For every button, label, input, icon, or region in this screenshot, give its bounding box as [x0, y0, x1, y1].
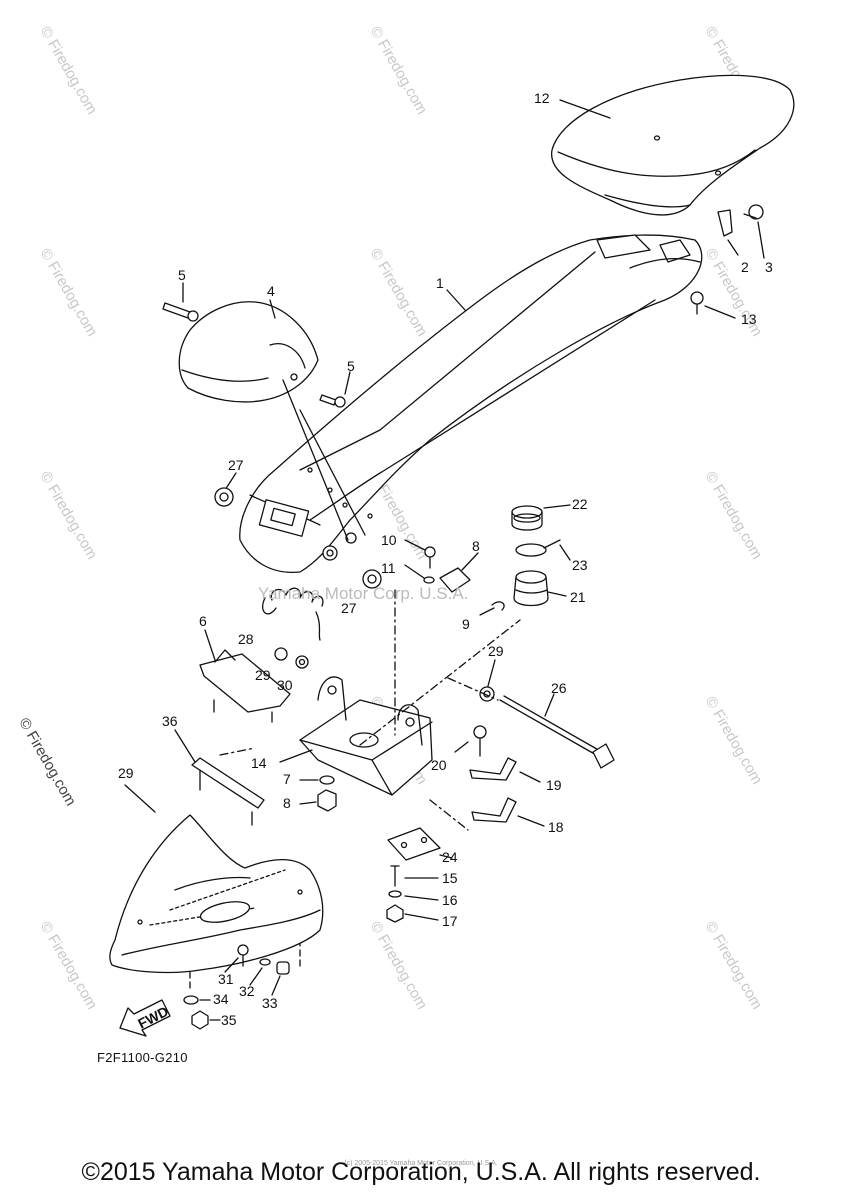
callout-31: 29	[118, 765, 134, 781]
part-28-washer	[274, 647, 288, 661]
watermark-tile: © Firedog.com	[37, 469, 101, 563]
callout-18: 17	[442, 913, 458, 929]
part-35-strap	[191, 757, 265, 826]
part-27-bushing	[214, 487, 234, 507]
callout-5: 5	[347, 358, 355, 374]
callout-16: 15	[442, 870, 458, 886]
part-22-grommet	[513, 570, 549, 607]
part-1-main-tower	[239, 234, 703, 574]
callout-35: 36	[162, 713, 178, 729]
part-5-bolt	[319, 394, 346, 408]
callout-6: 6	[199, 613, 207, 629]
reference-code: F2F1100-G210	[97, 1050, 188, 1065]
watermark-tile: © Firedog.com	[367, 919, 431, 1013]
callout-5: 5	[178, 267, 186, 283]
callout-28: 29	[255, 667, 271, 683]
part-14-bolt	[690, 291, 704, 315]
part-17-washer	[388, 890, 402, 898]
part-18-nut	[386, 904, 404, 923]
part-34-collar	[276, 961, 290, 975]
part-4-front-cover	[178, 301, 319, 403]
callout-9: 8	[472, 538, 480, 554]
callout-26: 26	[551, 680, 567, 696]
part-15-swivel-bracket	[299, 676, 433, 796]
watermark-tile: © Firedog.com	[702, 469, 766, 563]
watermark-tile: © Firedog.com	[367, 24, 431, 118]
part-25-plate	[387, 827, 441, 861]
callout-11: 10	[381, 532, 397, 548]
watermark-tile: © Firedog.com	[702, 919, 766, 1013]
callout-23: 22	[572, 496, 588, 512]
watermark-tile: © Firedog.com	[37, 246, 101, 340]
callout-25: 24	[442, 849, 458, 865]
callout-37: 35	[221, 1012, 237, 1028]
fwd-label: FWD	[135, 1003, 171, 1032]
callout-10: 9	[462, 616, 470, 632]
part-32-screw	[237, 944, 249, 967]
callout-12: 11	[381, 560, 396, 576]
callout-7: 7	[283, 771, 291, 787]
callout-29: 29	[488, 643, 504, 659]
part-2-bracket	[717, 209, 733, 237]
part-20-clamp	[469, 757, 517, 781]
part-6-mount-plate	[199, 649, 291, 723]
callout-27: 27	[228, 457, 244, 473]
part-5-bolt	[162, 302, 199, 322]
callout-21: 20	[431, 757, 447, 773]
callout-34: 33	[262, 995, 278, 1011]
part-19-clamp	[471, 797, 517, 823]
copyright-notice: ©2015 Yamaha Motor Corporation, U.S.A. A…	[81, 1158, 761, 1186]
part-29-washer	[295, 655, 309, 669]
callout-22: 21	[570, 589, 586, 605]
part-8-nut	[317, 789, 337, 812]
callout-14: 13	[741, 311, 757, 327]
callout-19: 18	[548, 819, 564, 835]
fine-print: (c) 2005-2015 Yamaha Motor Corporation, …	[344, 1160, 498, 1167]
callout-17: 16	[442, 892, 458, 908]
callout-4: 4	[267, 283, 275, 299]
callout-2: 2	[741, 259, 749, 275]
callout-15: 14	[251, 755, 267, 771]
watermark-tile: © Firedog.com	[37, 919, 101, 1013]
callout-30: 28	[238, 631, 254, 647]
callout-3: 3	[765, 259, 773, 275]
callout-33: 32	[239, 983, 255, 999]
callout-labels: 12 2 3 13 1 4 5 5 27 22 23 21 10 8 11 27…	[118, 90, 773, 1028]
part-3-bolt	[743, 204, 764, 220]
callout-27: 27	[341, 600, 357, 616]
callout-29: 30	[277, 677, 293, 693]
part-30-spring	[261, 587, 324, 641]
callout-13: 12	[534, 90, 550, 106]
callout-36: 34	[213, 991, 229, 1007]
callout-32: 31	[218, 971, 234, 987]
part-11-screw	[424, 546, 436, 569]
part-23-cap	[511, 505, 543, 531]
part-33-washer	[259, 958, 271, 966]
callout-1: 1	[436, 275, 444, 291]
part-26-pivot-bolt	[499, 695, 615, 769]
watermark-tile: © Firedog.com	[367, 246, 431, 340]
part-9-clamp	[439, 567, 471, 593]
part-29-washer	[479, 686, 495, 702]
part-31-front-cover	[109, 814, 324, 974]
callout-8: 8	[283, 795, 291, 811]
part-36-washer	[183, 995, 199, 1005]
part-27-bushing	[362, 569, 382, 589]
watermark-center: Yamaha Motor Corp. U.S.A.	[258, 584, 469, 603]
part-16-stud	[390, 865, 400, 887]
part-24-clip	[515, 539, 561, 557]
callout-24: 23	[572, 557, 588, 573]
part-12-washer	[423, 576, 435, 584]
part-10-pin	[491, 601, 505, 611]
callout-20: 19	[546, 777, 562, 793]
fwd-arrow-icon	[119, 999, 171, 1037]
part-37-nut	[191, 1010, 209, 1030]
watermark-tile: © Firedog.com	[37, 24, 101, 118]
watermark-tile: © Firedog.com	[702, 694, 766, 788]
part-7-washer	[319, 775, 335, 785]
part-21-bolt	[473, 725, 487, 757]
part-13-rear-cover	[551, 74, 795, 216]
